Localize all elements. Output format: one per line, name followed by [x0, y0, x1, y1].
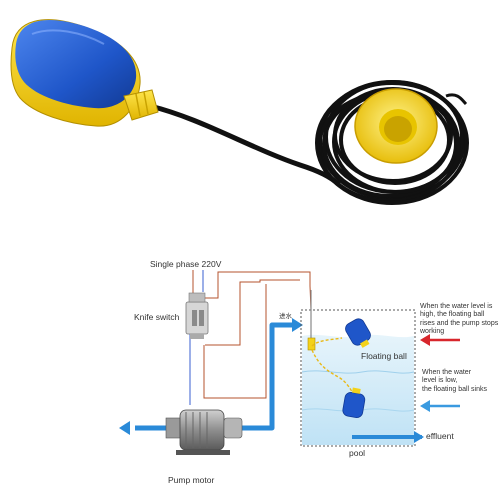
- high-level-note-line: rises and the pump stops: [420, 319, 499, 327]
- low-level-arrow: [420, 400, 460, 412]
- suction-arrow: [119, 421, 130, 435]
- knife-switch-label: Knife switch: [134, 312, 180, 322]
- wire-to-float: [205, 271, 312, 311]
- low-level-note-line: level is low,: [422, 377, 458, 385]
- high-level-note-line: When the water level is: [420, 303, 493, 310]
- cable-gland-ring: [354, 88, 438, 164]
- high-level-note-line: high, the floating ball: [420, 311, 485, 319]
- low-level-note: When the water level is low, the floatin…: [422, 369, 487, 394]
- low-level-note-line: When the water: [422, 369, 472, 376]
- high-level-note: When the water level is high, the floati…: [420, 303, 498, 336]
- cable-end: [445, 93, 468, 106]
- inlet-pipe: [222, 322, 292, 431]
- cable-lead: [147, 103, 341, 187]
- pump-motor-label: Pump motor: [168, 475, 215, 485]
- inlet-arrow: [292, 318, 303, 332]
- power-supply-label: Single phase 220V: [150, 259, 222, 269]
- float-switch-product: [10, 19, 469, 205]
- pool-label: pool: [349, 448, 366, 458]
- effluent-arrow: [414, 431, 424, 443]
- pump-motor: [165, 409, 243, 455]
- high-level-note-line: working: [420, 327, 445, 335]
- wire-to-motor-brown: [203, 284, 267, 399]
- tank-float-assembly: [307, 290, 371, 418]
- knife-switch: [185, 292, 209, 339]
- effluent-label: effluent: [426, 431, 454, 441]
- wiring-diagram: [119, 270, 460, 455]
- low-level-note-line: the floating ball sinks: [422, 385, 487, 393]
- high-level-arrow: [420, 334, 460, 346]
- floating-ball-label: Floating ball: [361, 351, 407, 361]
- float-ball: [10, 19, 159, 127]
- water-inlet-label: 进水: [279, 313, 292, 320]
- wire-float-return: [205, 279, 300, 346]
